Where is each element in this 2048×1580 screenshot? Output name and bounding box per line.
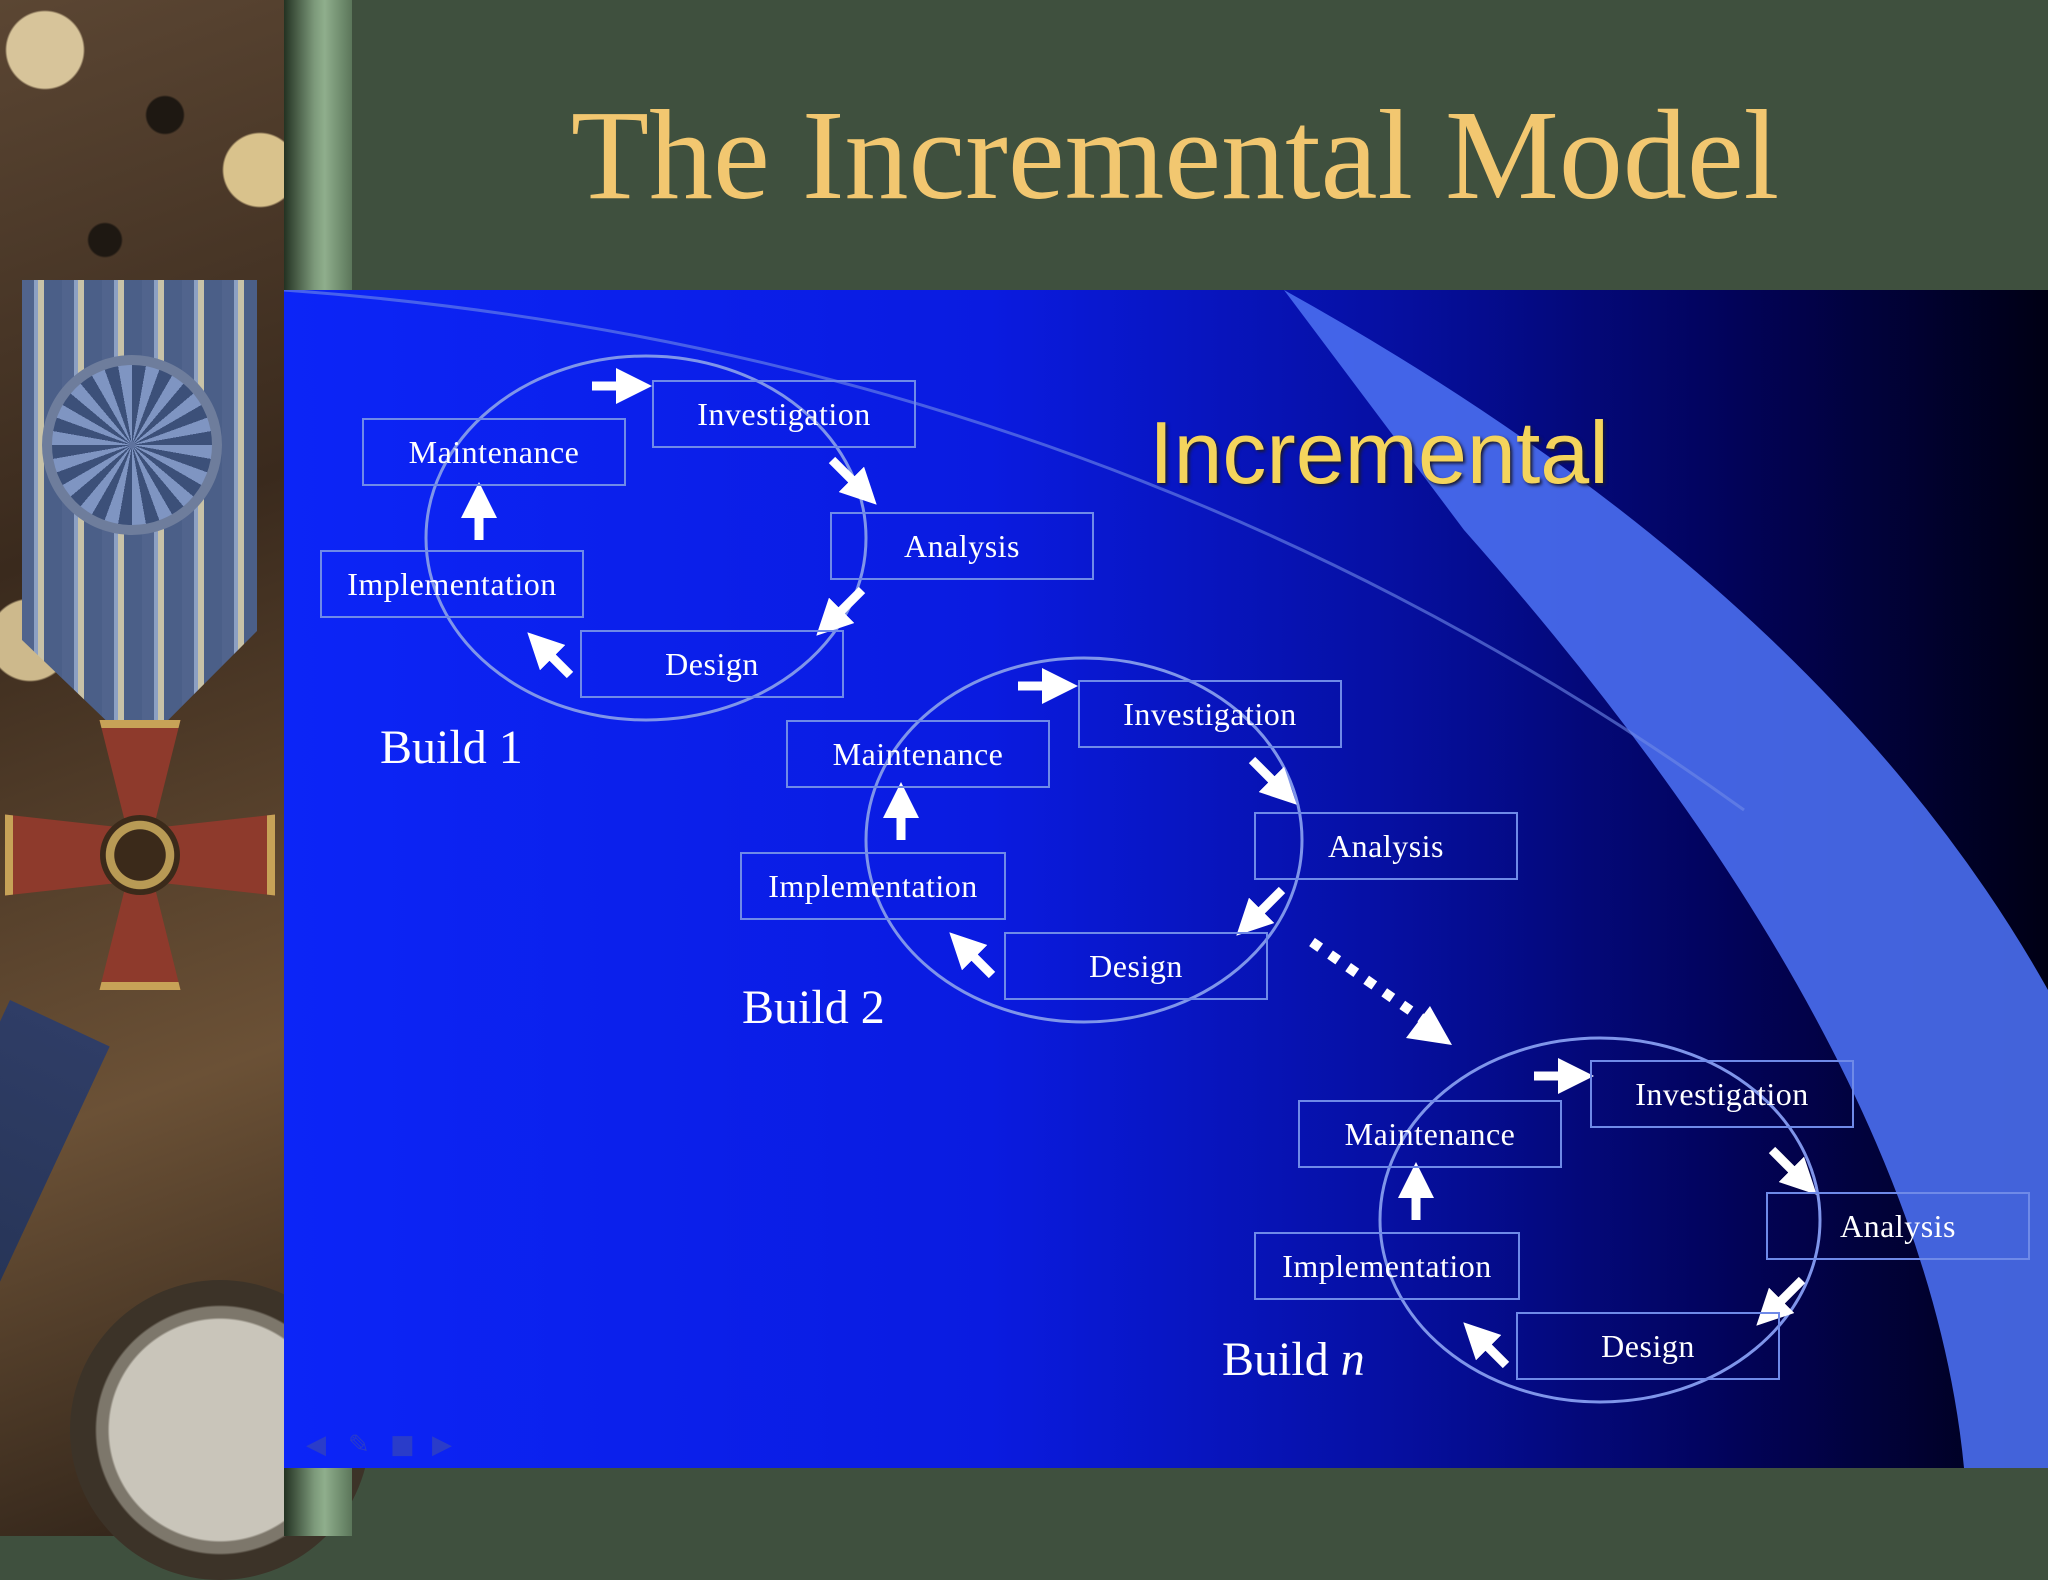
medal-center <box>100 815 180 895</box>
slide-title: The Incremental Model <box>570 84 1780 226</box>
medal-rosette <box>42 355 222 535</box>
build-1-cycle <box>424 354 868 722</box>
build-n-label-prefix: Build <box>1222 1333 1341 1386</box>
build-2-implementation-box: Implementation <box>740 852 1006 920</box>
build-1-implementation-box: Implementation <box>320 550 584 618</box>
diagram-graphics <box>284 290 2048 1468</box>
dotted-arrow-icon <box>1309 937 1427 1025</box>
arrow-icon <box>816 586 866 636</box>
build-2-design-box: Design <box>1004 932 1268 1000</box>
build-n-label: Build n <box>1222 1332 1365 1387</box>
incremental-diagram: Incremental Investigation Maintenance An… <box>284 290 2048 1468</box>
build-1-analysis-box: Analysis <box>830 512 1094 580</box>
arrow-icon <box>1756 1276 1806 1326</box>
build-2-label: Build 2 <box>742 981 885 1034</box>
swoosh-edge <box>284 290 1745 812</box>
build-2-cycle <box>864 656 1304 1024</box>
build-1-investigation-box: Investigation <box>652 380 916 448</box>
arrow-icon <box>1236 886 1286 936</box>
build-n-investigation-box: Investigation <box>1590 1060 1854 1128</box>
swoosh-shape <box>1284 290 2048 1468</box>
dotted-arrow-head <box>1406 1006 1452 1045</box>
build-n-cycle <box>1378 1036 1822 1404</box>
build-2-maintenance-box: Maintenance <box>786 720 1050 788</box>
pen-icon[interactable]: ✎ <box>348 1430 370 1460</box>
build-n-label-variable: n <box>1340 1333 1365 1386</box>
back-arrow-icon[interactable]: ◀ <box>306 1430 326 1460</box>
build-1-design-box: Design <box>580 630 844 698</box>
arrow-icon <box>828 456 877 505</box>
arrow-icon <box>1768 1146 1817 1195</box>
build-1-label: Build 1 <box>380 721 523 774</box>
arrow-icon <box>527 632 574 679</box>
build-1-maintenance-box: Maintenance <box>362 418 626 486</box>
build-2-analysis-box: Analysis <box>1254 812 1518 880</box>
forward-arrow-icon[interactable]: ▶ <box>432 1430 452 1460</box>
arrow-icon <box>1248 756 1297 805</box>
build-n-maintenance-box: Maintenance <box>1298 1100 1562 1168</box>
build-n-design-box: Design <box>1516 1312 1780 1380</box>
build-2-investigation-box: Investigation <box>1078 680 1342 748</box>
menu-icon[interactable]: ■ <box>390 1430 415 1460</box>
arrow-icon <box>949 932 996 979</box>
arrow-icon <box>1463 1322 1510 1369</box>
medal-decoration <box>0 0 370 1580</box>
build-n-analysis-box: Analysis <box>1766 1192 2030 1260</box>
incremental-headline: Incremental <box>1149 403 1609 502</box>
build-n-implementation-box: Implementation <box>1254 1232 1520 1300</box>
